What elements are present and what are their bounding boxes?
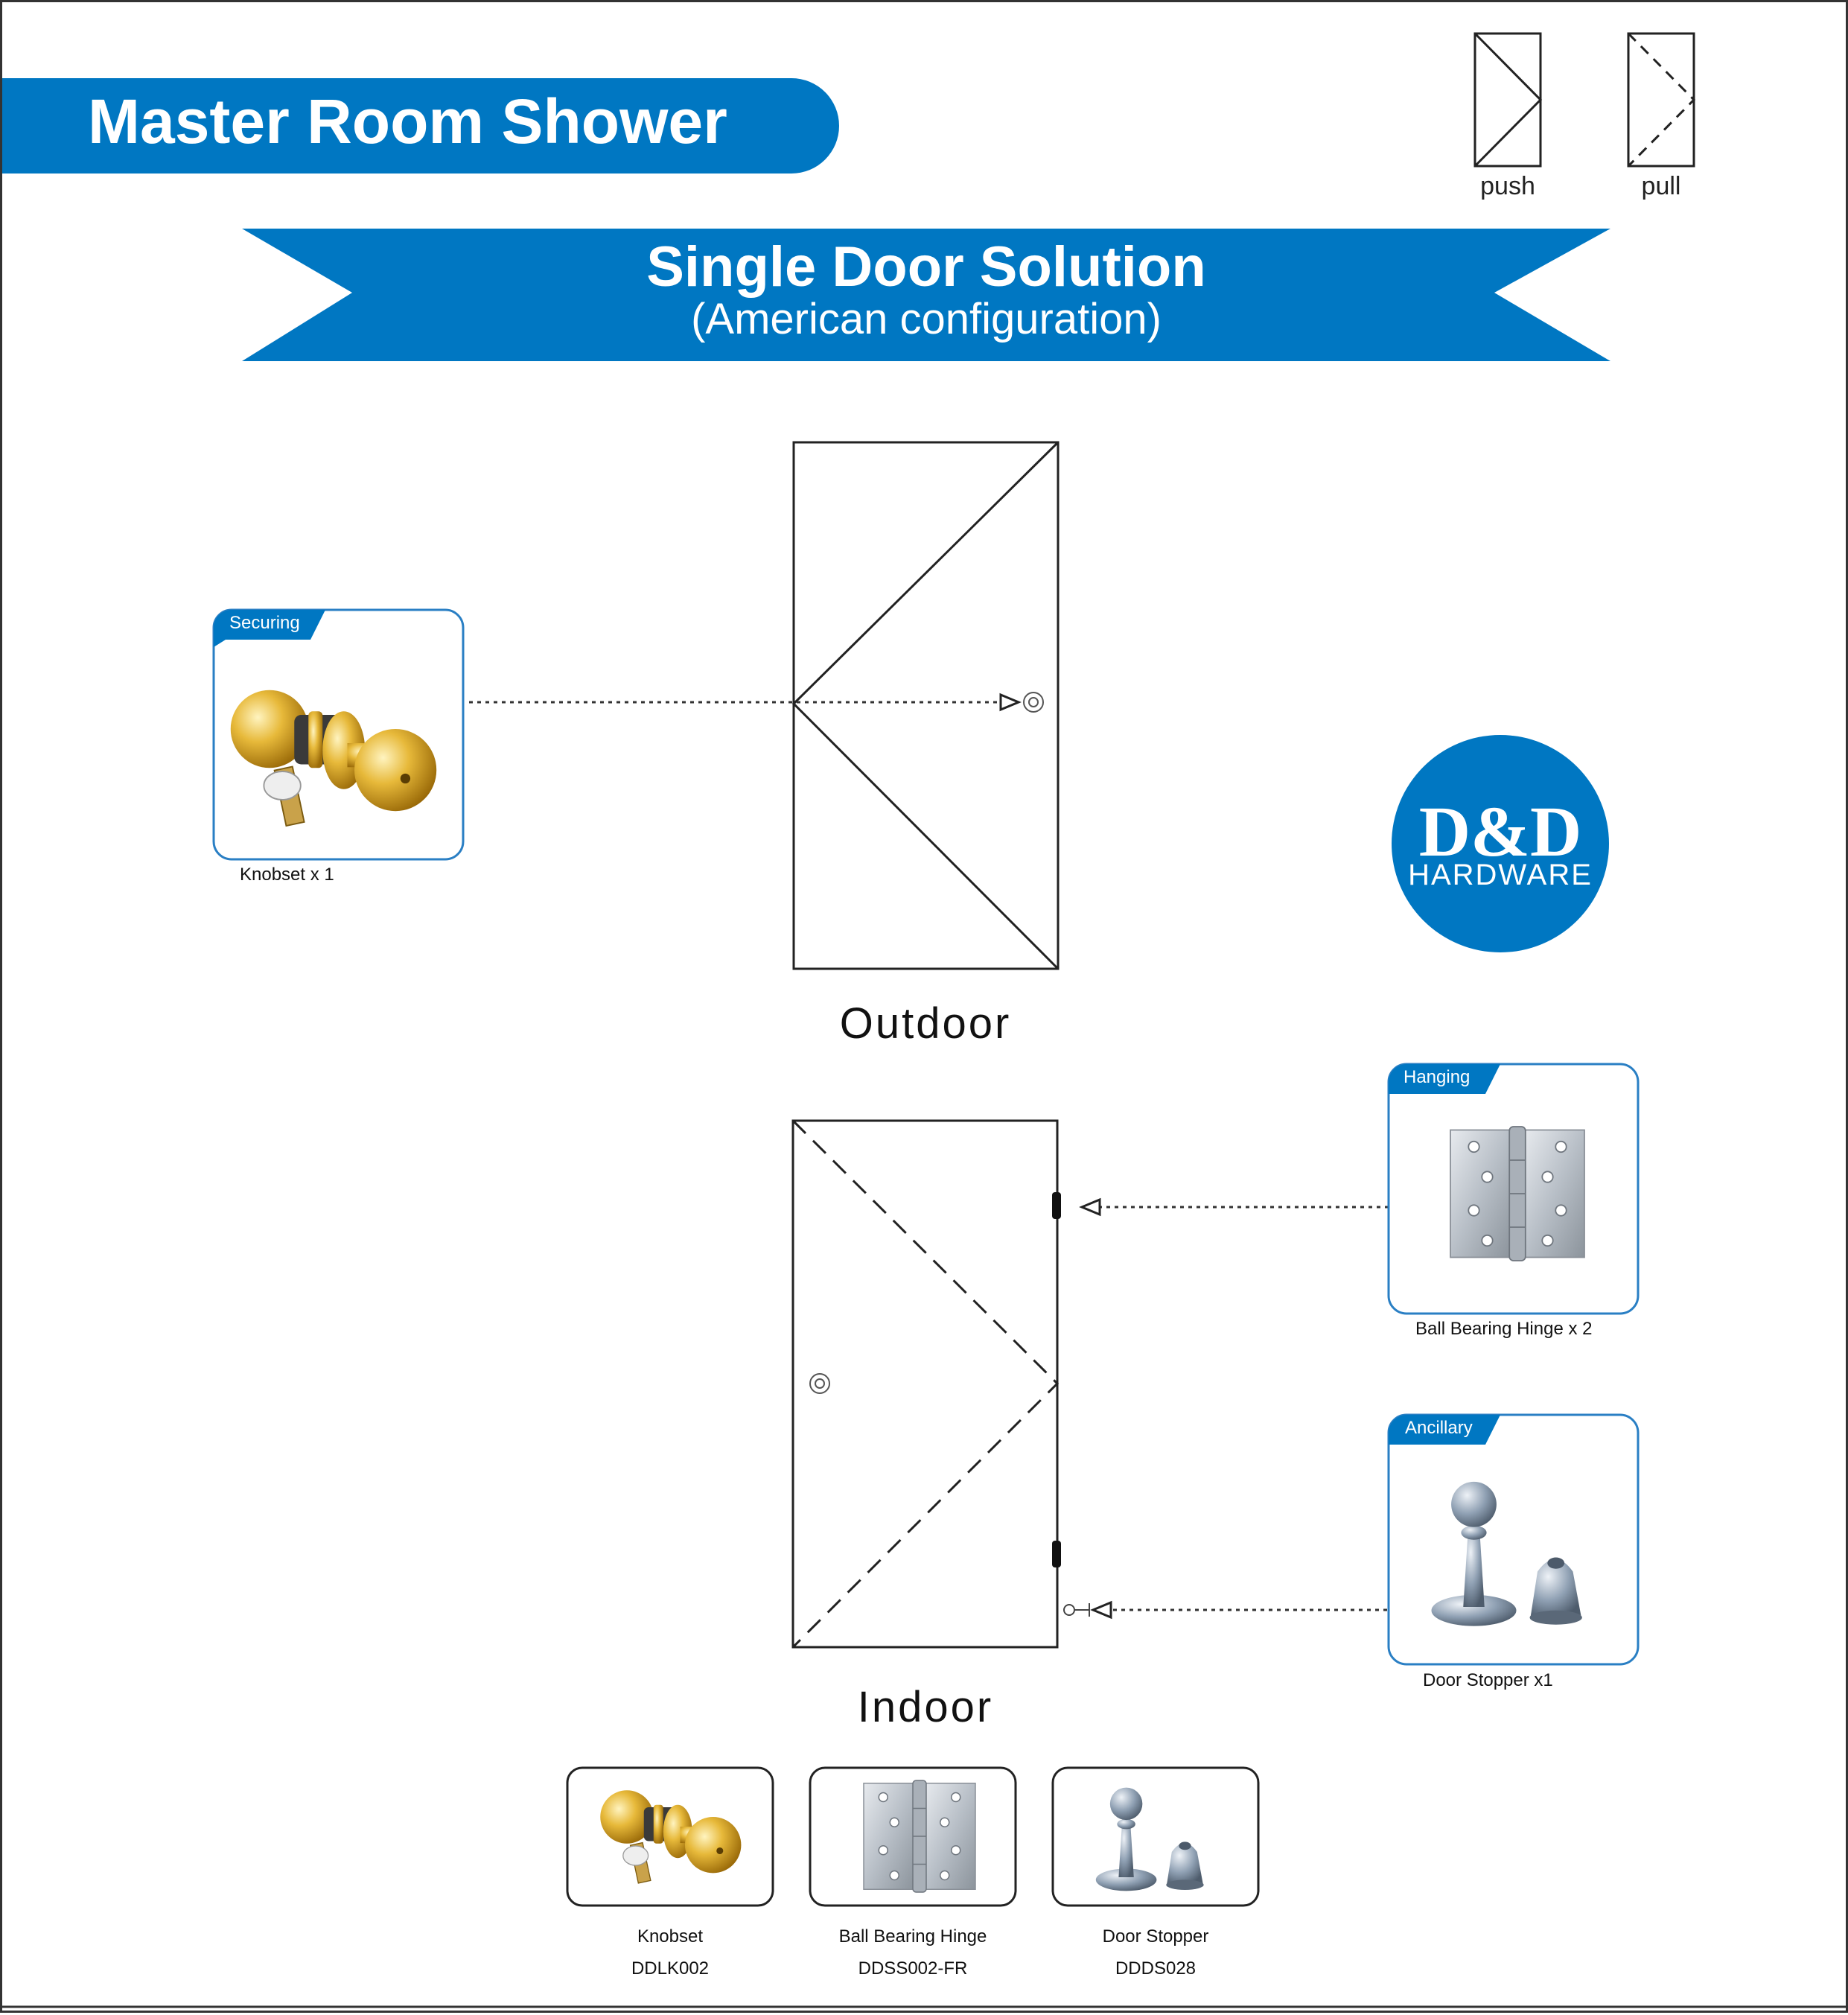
title-banner [2,78,839,174]
dd-hardware-logo [1392,735,1609,952]
product-name-knobset: Knobset [637,1926,704,1946]
indoor-knob-icon [809,1373,830,1394]
outdoor-door [791,441,1060,970]
hinge-arrow-icon [1079,1197,1101,1217]
ancillary-tag: Ancillary [1405,1418,1473,1438]
hanging-card [1387,1063,1640,1315]
lower-hinge-mark [1052,1541,1061,1567]
product-code-hinge: DDSS002-FR [858,1958,968,1979]
hinge-icon [1450,1126,1585,1261]
push-legend-icon [1473,32,1543,168]
knobset-arrow-icon [999,693,1022,712]
stopper-arrow-icon [1090,1600,1112,1620]
banner-title: Single Door Solution [646,235,1206,299]
product-code-knobset: DDLK002 [631,1958,710,1979]
ancillary-caption: Door Stopper x1 [1423,1670,1553,1690]
push-label: push [1480,172,1535,200]
hinge-icon [863,1780,976,1893]
ancillary-card [1387,1413,1640,1666]
logo-subtext: HARDWARE [1408,859,1593,891]
product-box-knobset [566,1766,774,1907]
page-title: Master Room Shower [88,86,727,156]
indoor-label: Indoor [857,1683,994,1731]
outdoor-knob-icon [1023,692,1044,713]
indoor-door [791,1119,1060,1649]
securing-caption: Knobset x 1 [240,865,334,885]
outdoor-label: Outdoor [839,999,1012,1048]
banner-subtitle: (American configuration) [691,295,1162,343]
stopper-symbol-icon [1063,1603,1090,1617]
ribbon-banner [242,229,1610,361]
product-box-hinge [809,1766,1017,1907]
logo-text: D&D [1418,792,1582,871]
product-code-stopper: DDDS028 [1115,1958,1197,1979]
securing-card [212,608,465,861]
hanging-caption: Ball Bearing Hinge x 2 [1415,1319,1593,1339]
pull-legend-icon [1627,32,1696,168]
product-name-stopper: Door Stopper [1102,1926,1209,1946]
product-name-hinge: Ball Bearing Hinge [838,1926,987,1946]
pull-label: pull [1641,172,1681,200]
securing-tag: Securing [229,613,300,633]
upper-hinge-mark [1052,1192,1061,1219]
product-box-stopper [1051,1766,1260,1907]
hanging-tag: Hanging [1403,1067,1471,1087]
